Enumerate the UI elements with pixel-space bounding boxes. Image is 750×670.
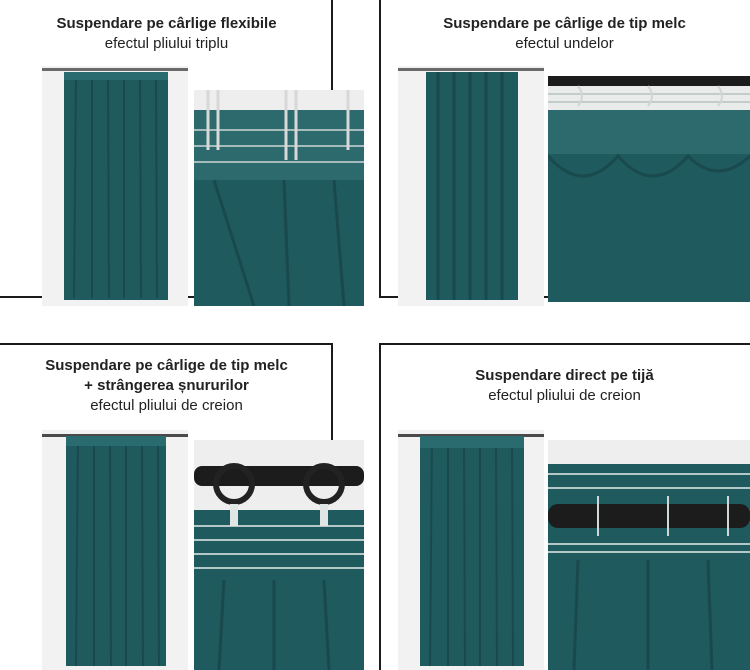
panel-subtitle: efectul pliului de creion: [90, 397, 243, 414]
panel-title: Suspendare direct pe tijă: [475, 367, 654, 384]
curtain-snail-hooks-detail-photo: [548, 76, 750, 302]
panel-title-line2: + strângerea șnururilor: [84, 377, 249, 394]
panel-title: Suspendare pe cârlige de tip melc: [443, 15, 686, 32]
curtain-photo-full: [398, 430, 544, 670]
curtain-photo-full: [42, 66, 188, 306]
curtain-rings-detail-photo: [194, 440, 364, 670]
curtain-hooks-detail-photo: [194, 90, 364, 306]
curtain-photo-full: [398, 66, 544, 306]
panel-subtitle: efectul pliului de creion: [488, 387, 641, 404]
panel-caption-4: Suspendare direct pe tijă efectul pliulu…: [379, 366, 750, 406]
panel-title: Suspendare pe cârlige flexibile: [56, 15, 277, 32]
curtain-rod-pocket-detail-photo: [548, 440, 750, 670]
curtain-photo-full: [42, 430, 188, 670]
panel-subtitle: efectul pliului triplu: [104, 35, 229, 52]
panel-frame-bottom-right: [379, 343, 750, 670]
panel-caption-3: Suspendare pe cârlige de tip melc + strâ…: [0, 356, 333, 416]
panel-caption-2: Suspendare pe cârlige de tip melc efectu…: [379, 14, 750, 54]
panel-caption-1: Suspendare pe cârlige flexibile efectul …: [0, 14, 333, 54]
panel-subtitle: efectul undelor: [515, 35, 614, 52]
panel-title: Suspendare pe cârlige de tip melc: [45, 357, 288, 374]
